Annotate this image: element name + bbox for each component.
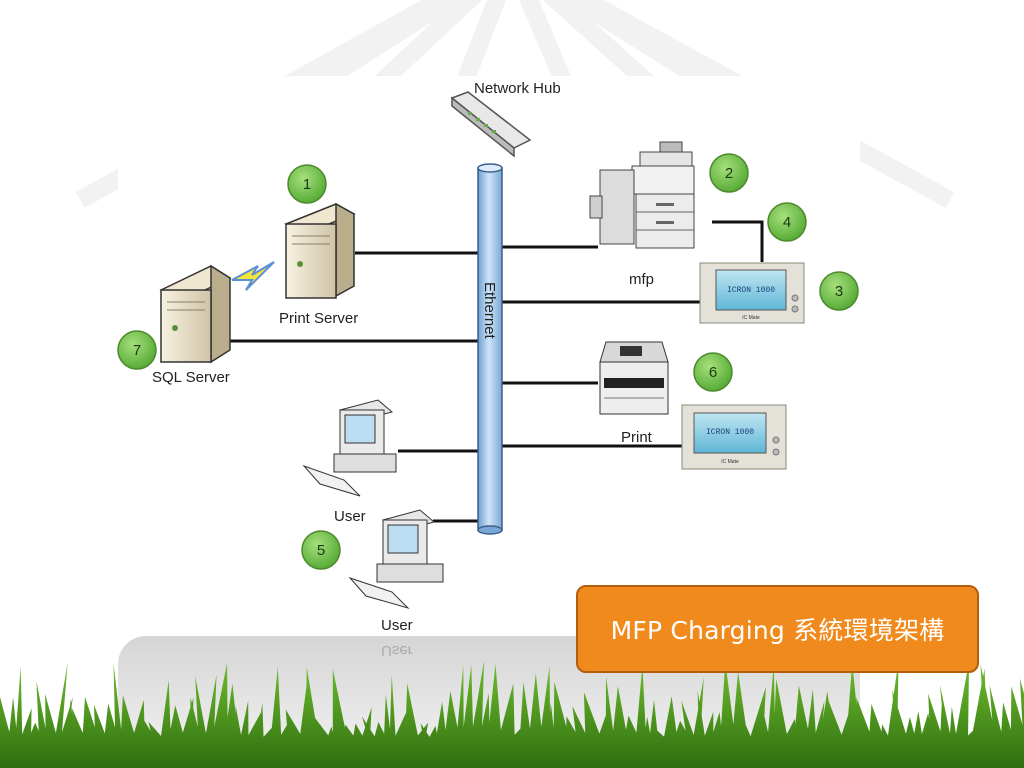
print-server-icon xyxy=(284,202,356,299)
card-terminal-icon: ICRON 1000 IC Mate xyxy=(681,404,787,470)
network-hub-icon xyxy=(450,91,532,158)
badge-5: 5 xyxy=(301,530,341,570)
user-workstation-icon xyxy=(348,509,444,610)
network-hub-label: Network Hub xyxy=(474,80,561,97)
svg-text:ICRON 1000: ICRON 1000 xyxy=(706,428,754,437)
svg-text:3: 3 xyxy=(835,283,843,300)
badge-4: 4 xyxy=(767,202,807,242)
ethernet-label: Ethernet xyxy=(481,282,498,340)
user-workstation-icon xyxy=(302,399,397,497)
svg-text:IC Mate: IC Mate xyxy=(742,315,760,321)
printer-icon xyxy=(599,341,669,415)
svg-text:4: 4 xyxy=(783,214,791,231)
mfp-copier-icon xyxy=(589,141,695,249)
svg-text:5: 5 xyxy=(317,542,325,559)
badge-3: 3 xyxy=(819,271,859,311)
svg-text:6: 6 xyxy=(709,364,717,381)
sql-server-label: SQL Server xyxy=(152,369,230,386)
badge-6: 6 xyxy=(693,352,733,392)
badge-7: 7 xyxy=(117,330,157,370)
print-server-label: Print Server xyxy=(279,310,358,327)
sql-server-icon xyxy=(159,264,232,364)
svg-text:IC Mate: IC Mate xyxy=(721,459,739,465)
grass-decoration xyxy=(0,659,1024,768)
caption-box: MFP Charging 系統環境架構 xyxy=(576,585,979,673)
svg-text:ICRON 1000: ICRON 1000 xyxy=(727,286,775,295)
ethernet-backbone xyxy=(477,163,503,535)
svg-text:7: 7 xyxy=(133,342,141,359)
user-label-reflection: User xyxy=(381,642,413,659)
user-label-top: User xyxy=(334,508,366,525)
card-terminal-icon: ICRON 1000 IC Mate xyxy=(699,262,805,324)
mfp-label: mfp xyxy=(629,271,654,288)
badge-2: 2 xyxy=(709,153,749,193)
svg-text:1: 1 xyxy=(303,176,311,193)
badge-1: 1 xyxy=(287,164,327,204)
user-label-bottom: User xyxy=(381,617,413,634)
svg-text:2: 2 xyxy=(725,165,733,182)
caption-text: MFP Charging 系統環境架構 xyxy=(610,616,945,645)
lightning-icon xyxy=(231,261,275,291)
connection-lines xyxy=(228,220,764,523)
print-label: Print xyxy=(621,429,653,446)
